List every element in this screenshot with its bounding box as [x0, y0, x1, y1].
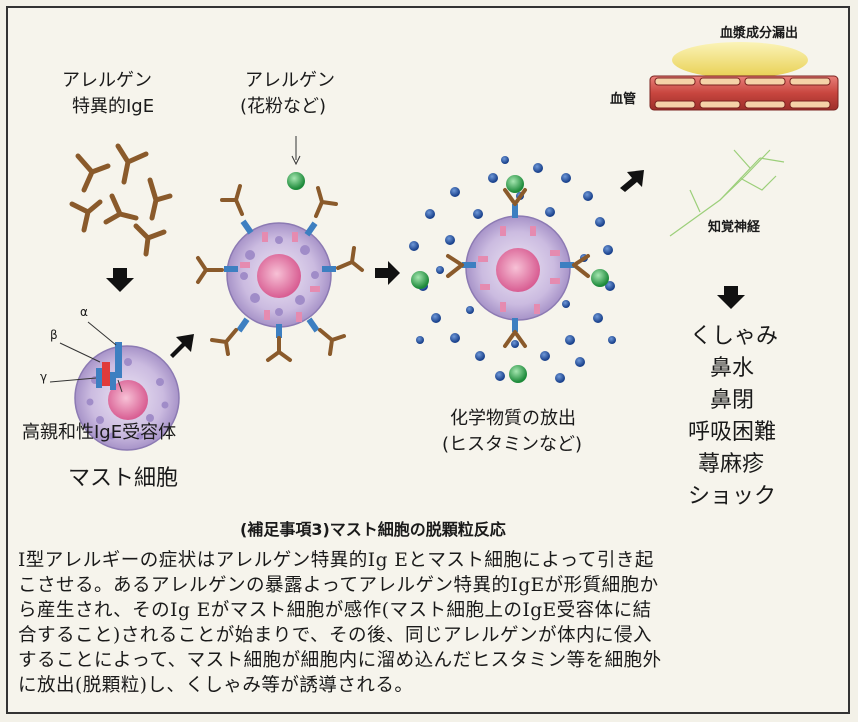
label-mast-cell: マスト細胞: [68, 466, 179, 491]
arrow-diag-1: [170, 334, 194, 358]
body-line: に放出(脱顆粒)し、くしゃみ等が誘導される。: [18, 675, 414, 696]
mast-cell-small: [74, 342, 180, 451]
arrow-down-1: [106, 268, 134, 292]
label-histamine: (ヒスタミンなど): [442, 434, 583, 455]
label-specific-ige: 特異的IgE: [72, 96, 155, 117]
symptom-urticaria: 蕁麻疹: [698, 452, 765, 477]
figure-caption: (補足事項3)マスト細胞の脱顆粒反応: [240, 520, 506, 539]
sensory-nerve: [669, 149, 785, 237]
body-line: こさせる。あるアレルゲンの暴露よってアレルゲン特異的IgEが形質細胞か: [18, 575, 659, 596]
blood-vessel: [649, 42, 839, 111]
label-gamma: γ: [40, 370, 48, 384]
histamine-granules: [409, 156, 616, 383]
label-allergen-2: アレルゲン: [245, 70, 335, 91]
symptom-nasal-block: 鼻閉: [710, 388, 755, 413]
label-chemical-release: 化学物質の放出: [450, 408, 576, 429]
symptom-shock: ショック: [688, 484, 777, 509]
body-line: ら産生され、そのIg Eがマスト細胞が感作(マスト細胞上のIgE受容体に結: [18, 600, 652, 621]
label-allergen-1: アレルゲン: [62, 70, 152, 91]
label-beta: β: [50, 328, 58, 342]
mast-cell-degranulating: [409, 156, 616, 383]
body-line: I型アレルギーの症状はアレルゲン特異的Ig Eとマスト細胞によって引き起: [18, 550, 654, 571]
arrow-diag-2: [620, 170, 644, 192]
symptom-sneeze: くしゃみ: [690, 324, 779, 349]
label-sensory-nerve: 知覚神経: [708, 220, 761, 235]
allergen-particle: [287, 172, 305, 190]
label-plasma-leak: 血漿成分漏出: [720, 26, 799, 41]
label-blood-vessel: 血管: [610, 92, 637, 107]
body-line: 合すること)されることが始まりで、その後、同じアレルゲンが体内に侵入: [18, 625, 652, 646]
label-alpha: α: [80, 305, 88, 319]
label-pollen: (花粉など): [240, 96, 327, 117]
symptom-dyspnea: 呼吸困難: [688, 420, 777, 445]
mast-cell-sensitized: [196, 184, 364, 362]
arrow-down-2: [717, 286, 745, 309]
symptom-runny-nose: 鼻水: [710, 356, 755, 381]
body-text: I型アレルギーの症状はアレルゲン特異的Ig Eとマスト細胞によって引き起 こさせ…: [18, 548, 838, 698]
body-line: することによって、マスト細胞が細胞内に溜め込んだヒスタミン等を細胞外: [18, 650, 662, 671]
free-ige-antibodies: [69, 143, 173, 257]
arrow-right-1: [375, 261, 400, 285]
label-high-affinity-receptor: 高親和性IgE受容体: [22, 422, 177, 443]
